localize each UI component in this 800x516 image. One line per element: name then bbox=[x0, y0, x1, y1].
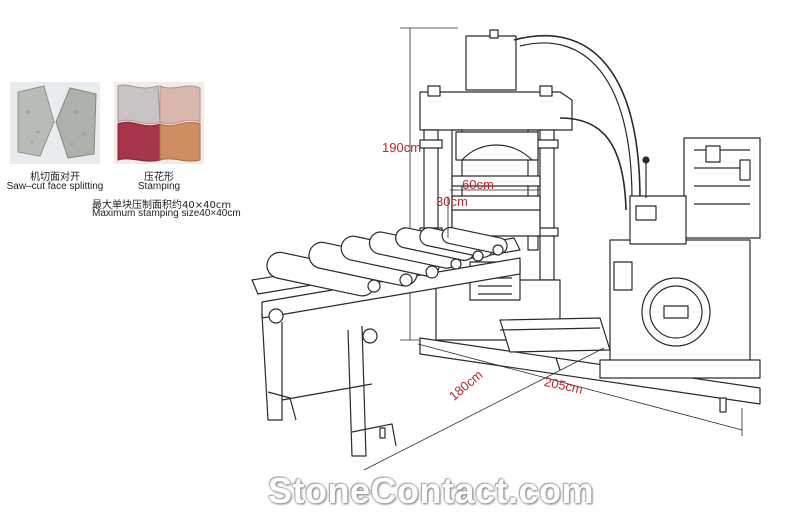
saw-cut-sample-image bbox=[10, 82, 100, 164]
stamp-depth-dimension-label: 30cm bbox=[436, 194, 468, 209]
height-dimension-label: 190cm bbox=[382, 140, 422, 155]
stamping-sample-image bbox=[114, 82, 204, 164]
stamping-size-zh: 最大单块压制面积约40×40cm bbox=[92, 200, 232, 211]
saw-cut-caption-zh: 机切面对开 bbox=[30, 172, 80, 183]
stamp-width-dimension-label: 60cm bbox=[462, 177, 494, 192]
stamping-caption-en: Stamping bbox=[137, 181, 181, 192]
watermark: StoneContact.com bbox=[268, 470, 595, 511]
saw-cut-caption-en: Saw–cut face splitting bbox=[6, 181, 104, 192]
stamping-size-en: Maximum stamping size40×40cm bbox=[92, 208, 241, 219]
stamping-caption-zh: 压花形 bbox=[144, 172, 174, 183]
